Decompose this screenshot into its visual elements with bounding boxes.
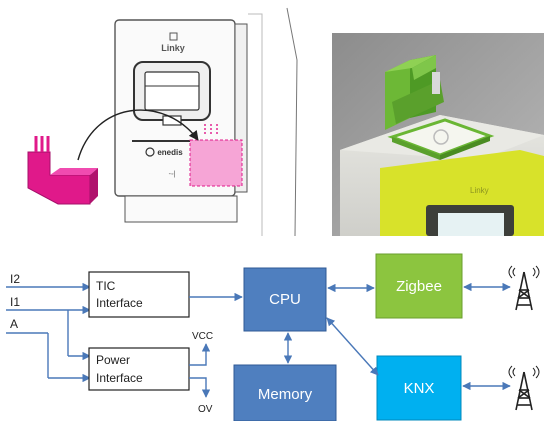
device-photo: Linky xyxy=(332,33,544,236)
input-label-a: A xyxy=(10,317,18,331)
svg-text:-◦|: -◦| xyxy=(169,171,176,178)
cpu-label: CPU xyxy=(269,291,301,308)
ov-label: OV xyxy=(198,404,213,415)
zigbee-box xyxy=(375,253,463,319)
memory-box xyxy=(233,364,337,421)
knx-box xyxy=(376,355,462,421)
power-interface-box xyxy=(88,347,190,391)
power-interface-line1: Power xyxy=(96,353,130,367)
zigbee-label: Zigbee xyxy=(396,278,442,295)
enedis-star-icon xyxy=(145,147,155,157)
meter-brand-small: Linky xyxy=(470,186,489,195)
block-diagram: I2 I1 A TIC Interface Power Interface VC… xyxy=(6,253,540,421)
meter-illustration: Linky enedis -◦| xyxy=(27,7,298,237)
input-label-i1: I1 xyxy=(10,295,20,309)
zigbee-module xyxy=(385,55,444,130)
vcc-label: VCC xyxy=(192,331,213,342)
tic-module xyxy=(27,136,98,205)
antenna-tower-icon xyxy=(508,265,540,311)
antenna-tower-icon xyxy=(508,365,540,411)
tic-interface-line2: Interface xyxy=(96,296,143,310)
power-interface-line2: Interface xyxy=(96,371,143,385)
meter-logo-icon xyxy=(169,32,178,41)
meter-logo: enedis xyxy=(157,148,183,157)
input-label-i2: I2 xyxy=(10,272,20,286)
knx-label: KNX xyxy=(404,380,435,397)
tic-interface-line1: TIC xyxy=(96,279,116,293)
insert-arrow xyxy=(77,109,199,161)
cpu-box xyxy=(243,267,327,332)
tic-socket xyxy=(189,139,243,187)
tic-interface-box xyxy=(88,271,190,318)
meter-brand: Linky xyxy=(161,43,185,53)
memory-label: Memory xyxy=(258,386,313,403)
